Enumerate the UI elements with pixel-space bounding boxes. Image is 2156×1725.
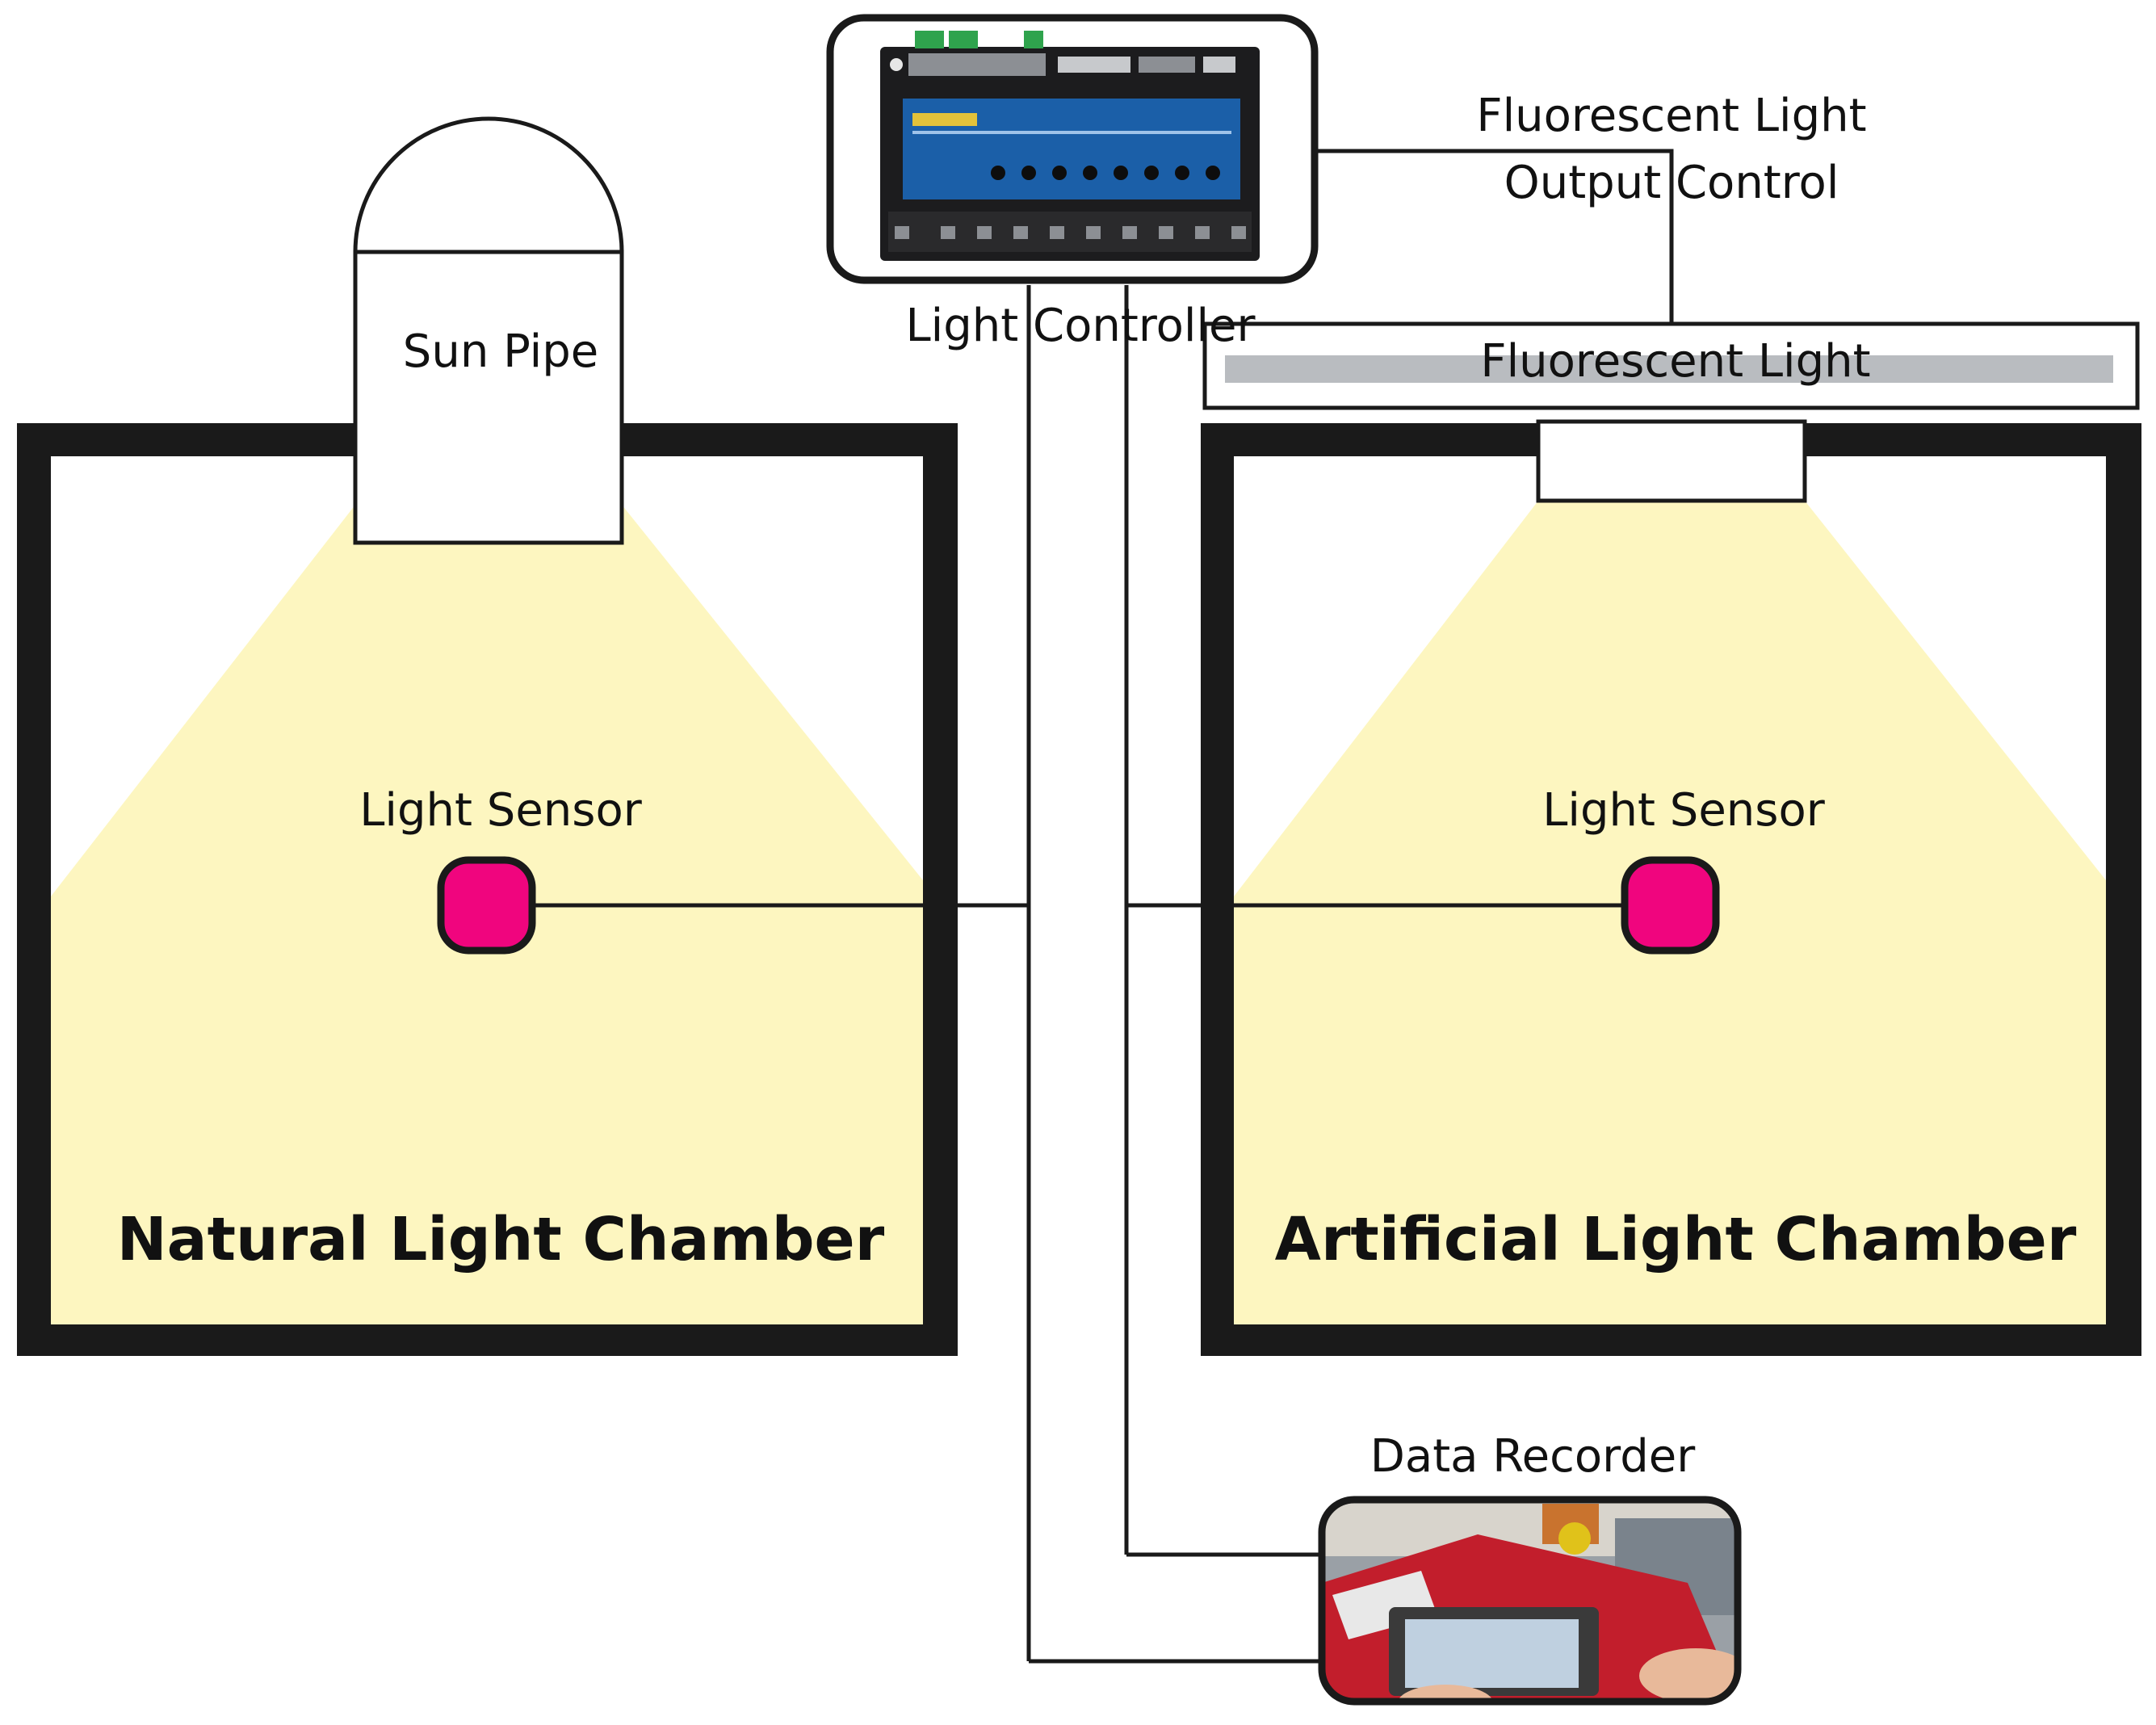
light-controller: Light Controller — [826, 14, 1319, 352]
data-recorder: Data Recorder — [1318, 1430, 1742, 1706]
sun-pipe-label: Sun Pipe — [403, 325, 598, 378]
wiring — [487, 149, 1674, 1664]
light-sensor-right-icon — [1621, 856, 1720, 955]
light-diffuser-opening — [1536, 419, 1807, 503]
fluorescent-light-label: Fluorescent Light — [1480, 335, 1870, 388]
fluorescent-light: Fluorescent Light — [1202, 321, 2140, 410]
output-control-wire — [1318, 149, 1674, 324]
fluorescent-tube — [1225, 355, 2113, 383]
light-sensor-left-label: Light Sensor — [359, 784, 642, 837]
output-control-label-line2: Output Control — [1504, 157, 1839, 209]
artificial-chamber-label: Artificial Light Chamber — [1275, 1205, 2077, 1274]
sun-pipe-dome — [353, 116, 624, 254]
light-sensor-right: Light Sensor — [1542, 784, 1826, 955]
natural-chamber-label: Natural Light Chamber — [117, 1205, 885, 1274]
light-sensor-left: Light Sensor — [359, 784, 643, 955]
light-sensor-right-label: Light Sensor — [1542, 784, 1825, 837]
light-sensor-left-icon — [437, 856, 536, 955]
controller-device-image — [880, 31, 1260, 261]
handheld-recorder-photo — [1322, 1500, 1738, 1702]
data-recorder-label: Data Recorder — [1370, 1430, 1696, 1483]
output-control-label-line1: Fluorescent Light — [1476, 90, 1866, 142]
sun-pipe-tube — [353, 250, 624, 545]
output-control-label: Fluorescent Light Output Control — [1476, 90, 1866, 209]
light-controller-label: Light Controller — [905, 300, 1256, 352]
sun-pipe: Sun Pipe — [353, 116, 624, 545]
